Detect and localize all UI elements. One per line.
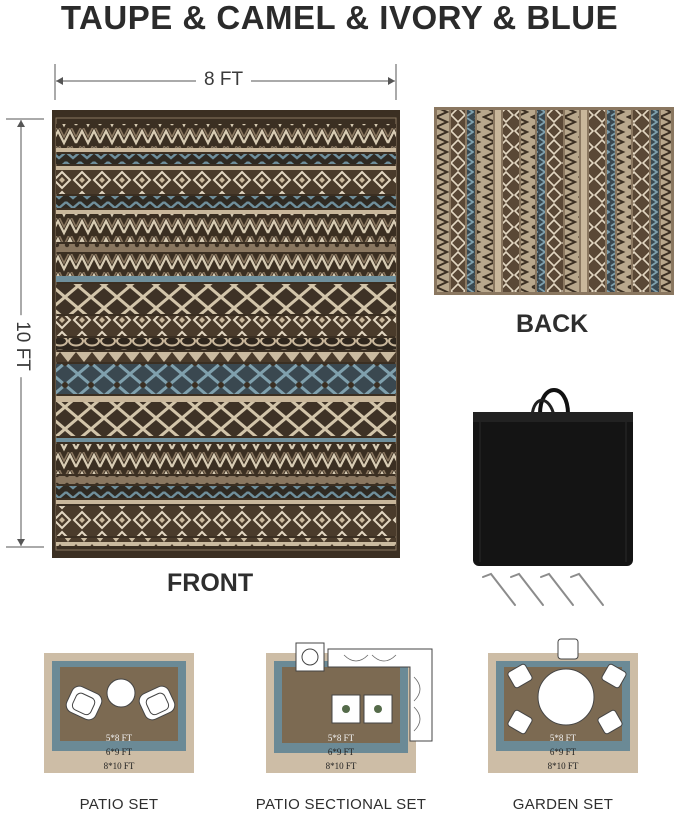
patio-set-label: PATIO SET — [79, 796, 159, 813]
patio-sectional-set-diagram — [266, 642, 433, 773]
patio-set-size-small: 5*8 FT — [105, 733, 133, 743]
patio-set-diagram — [44, 653, 194, 773]
sectional-set-size-large: 8*10 FT — [325, 761, 357, 771]
patio-set-size-medium: 6*9 FT — [105, 747, 133, 757]
height-label: 10 FT — [10, 315, 33, 377]
back-label: BACK — [516, 310, 589, 338]
width-label: 8 FT — [196, 69, 252, 91]
page-title: TAUPE & CAMEL & IVORY & BLUE — [60, 0, 619, 36]
garden-set-label: GARDEN SET — [512, 796, 614, 813]
storage-bag-icon — [473, 388, 633, 566]
patio-set-size-large: 8*10 FT — [103, 761, 135, 771]
rug-front-image — [52, 110, 400, 558]
garden-set-size-large: 8*10 FT — [547, 761, 579, 771]
ground-stake-icon — [482, 572, 604, 606]
sectional-set-size-small: 5*8 FT — [327, 733, 355, 743]
sectional-set-size-medium: 6*9 FT — [327, 747, 355, 757]
front-label: FRONT — [167, 569, 254, 597]
garden-set-diagram — [488, 638, 638, 773]
rug-back-image — [434, 107, 674, 295]
garden-set-size-small: 5*8 FT — [549, 733, 577, 743]
patio-sectional-set-label: PATIO SECTIONAL SET — [255, 796, 427, 813]
garden-set-size-medium: 6*9 FT — [549, 747, 577, 757]
